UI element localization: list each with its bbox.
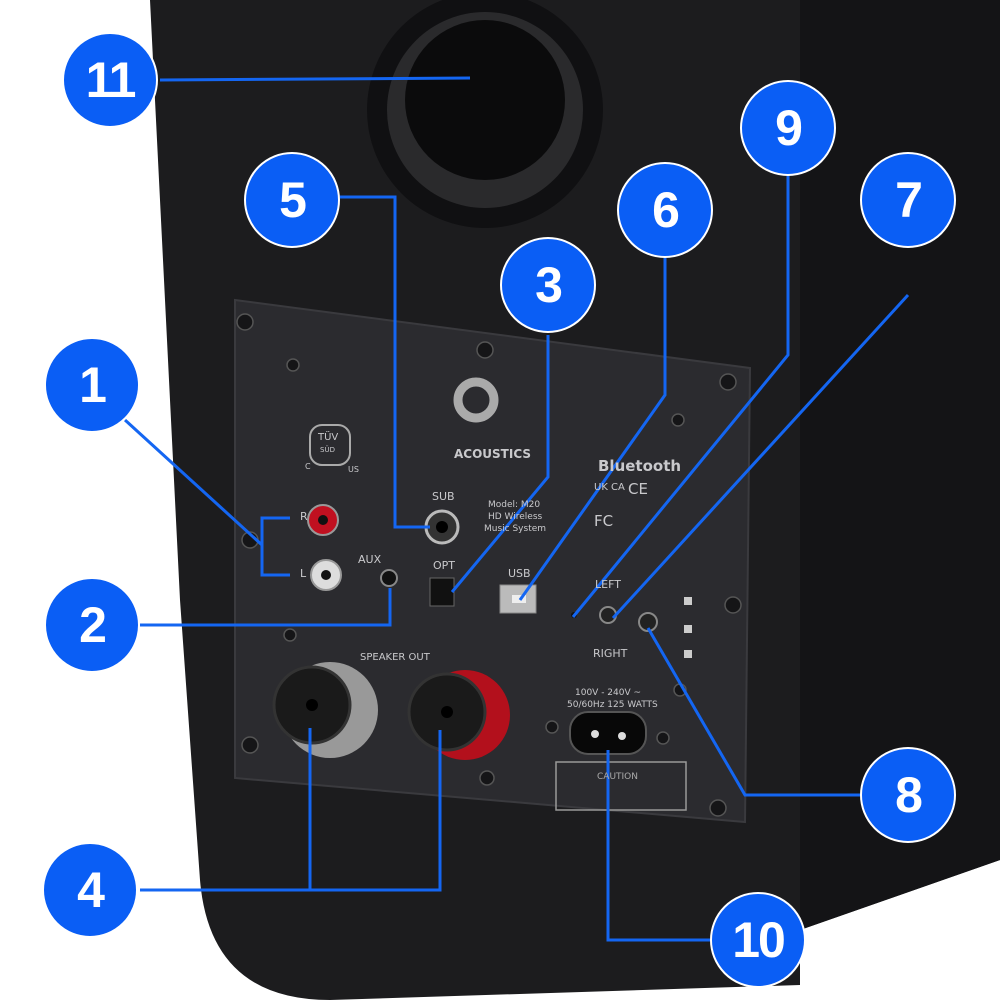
power-line-1: 100V - 240V ~: [575, 688, 642, 698]
power-line-2: 50/60Hz 125 WATTS: [567, 700, 658, 710]
rca-right-label: R: [300, 510, 308, 523]
callout-10: 10: [710, 892, 806, 988]
sub-label: SUB: [432, 490, 455, 503]
bluetooth-label: Bluetooth: [598, 457, 682, 475]
left-label: LEFT: [595, 578, 621, 591]
ce-mark: CE: [628, 480, 648, 498]
fcc-mark: FC: [594, 512, 614, 530]
screws: [236, 313, 742, 817]
tuv-label: TÜV: [318, 432, 339, 443]
brand-label: ACOUSTICS: [454, 447, 532, 461]
optical-port: [429, 577, 455, 607]
callout-9: 9: [740, 80, 836, 176]
callout-5: 5: [244, 152, 340, 248]
speaker-out-label: SPEAKER OUT: [360, 652, 430, 663]
callout-lines: [123, 76, 910, 942]
speaker-side: [800, 0, 1000, 930]
callout-6: 6: [617, 162, 713, 258]
rca-left-label: L: [300, 567, 307, 580]
callout-2: 2: [44, 577, 140, 673]
right-label: RIGHT: [593, 647, 628, 660]
power-inlet: [569, 711, 647, 755]
model-line-1: Model: M20: [488, 500, 541, 510]
sud-label: SÜD: [320, 446, 335, 454]
callout-3: 3: [500, 237, 596, 333]
callout-1: 1: [44, 337, 140, 433]
aux-jack: [380, 569, 398, 587]
aux-label: AUX: [358, 553, 382, 566]
callout-7: 7: [860, 152, 956, 248]
model-line-3: Music System: [484, 524, 547, 534]
callout-4: 4: [42, 842, 138, 938]
us-label: US: [348, 465, 359, 474]
model-line-2: HD Wireless: [488, 512, 543, 522]
callout-8: 8: [860, 747, 956, 843]
usb-label: USB: [508, 567, 531, 580]
ukca-mark: UK CA: [594, 482, 625, 493]
callout-11: 11: [62, 32, 158, 128]
caution-label: CAUTION: [597, 772, 638, 782]
opt-label: OPT: [433, 559, 456, 572]
c-label: C: [305, 462, 311, 471]
